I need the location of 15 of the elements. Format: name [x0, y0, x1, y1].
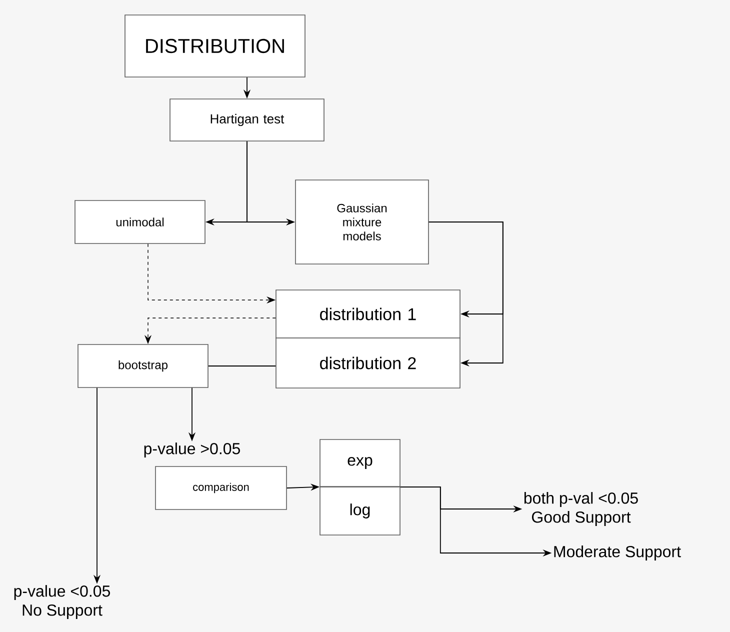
result-text: p-value >0.05 — [144, 442, 240, 458]
process-box: unimodal — [74, 200, 206, 244]
arrow — [428, 222, 504, 367]
process-box: Gaussian mixture models — [295, 180, 429, 264]
result-text: Moderate Support — [554, 546, 681, 560]
result-text: p-value <0.05 No Support — [14, 585, 110, 619]
process-box: distribution 1 — [276, 290, 460, 338]
process-box: bootstrap — [78, 344, 208, 388]
process-box: distribution 2 — [276, 338, 460, 388]
process-box: log — [320, 486, 400, 536]
process-box: exp — [320, 439, 400, 487]
result-text: both p-val <0.05 Good Support — [524, 492, 638, 526]
title-box: DISTRIBUTION — [124, 14, 306, 78]
process-box: comparison — [155, 466, 287, 510]
process-box: Hartigan test — [170, 98, 324, 142]
